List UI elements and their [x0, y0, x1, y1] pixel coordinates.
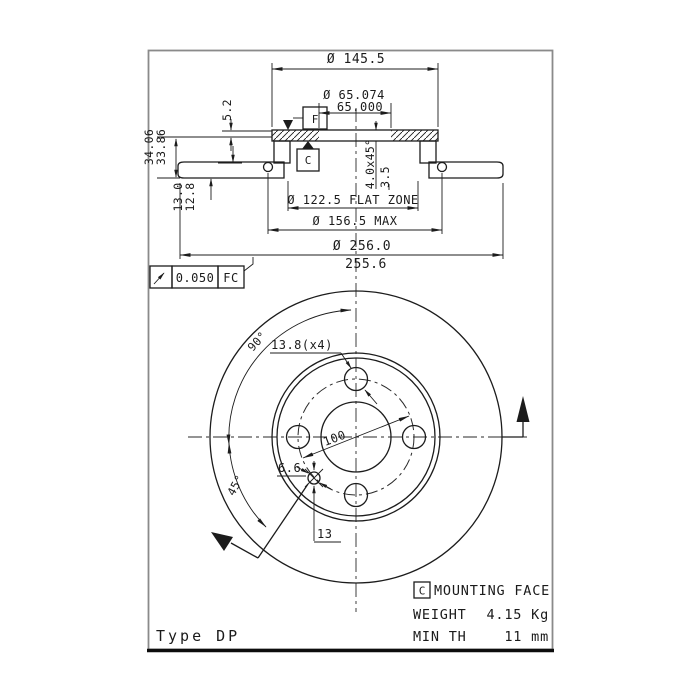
bolt-circle [297, 378, 415, 496]
dim-pin-offset: 13 [314, 527, 341, 543]
dim-hat-height: 5.2 [220, 99, 234, 151]
info-datum-box [413, 581, 431, 599]
runout-datum-cell [217, 265, 245, 289]
type-label: Type DP [156, 627, 240, 645]
pin-hole-circle [307, 471, 321, 485]
dim-thickness-lower: 12.8 [183, 183, 197, 212]
dim-od-lower-label: 255.6 [345, 257, 387, 272]
hat-top-right-hatch [391, 130, 438, 141]
rotation-arrow-left [211, 483, 309, 559]
left-fillet [262, 161, 274, 173]
datum-f-flag: F [283, 106, 328, 130]
dim-bore-lower-label: 65.000 [337, 100, 383, 114]
runout-symbol-cell [149, 265, 173, 289]
dim-angle-45: 45° [224, 442, 267, 528]
dim-max-od: Ø 156.5 MAX [267, 214, 443, 232]
hat-left-wall [273, 140, 291, 164]
dim-angle-45-label: 45° [224, 472, 247, 498]
up-arrow-icon [516, 396, 530, 422]
min-th-label: MIN TH [413, 629, 467, 645]
dim-bolt-holes-label: 13.8(x4) [271, 338, 333, 352]
dim-od-upper-label: Ø 256.0 [333, 239, 391, 254]
weight-label: WEIGHT [413, 607, 467, 623]
runout-icon [153, 272, 165, 285]
runout-value-label: 0.050 [176, 271, 215, 285]
dim-flat-zone: Ø 122.5 FLAT ZONE [287, 193, 419, 210]
drawing-frame [147, 49, 554, 653]
datum-c-arrow [302, 141, 314, 149]
min-th-value: 11 mm [504, 629, 549, 645]
dim-bolt-circle-label: 100 [321, 428, 348, 449]
dim-total-height-upper: 34.06 [142, 129, 156, 165]
section-extension-lines [157, 63, 504, 259]
dim-hat-od-label: Ø 145.5 [327, 52, 385, 67]
front-view: 90° 45° 13.8(x4) 100 6.6 13 [188, 290, 530, 584]
right-pad-section [428, 161, 504, 179]
datum-c-box [296, 148, 320, 172]
dim-bolt-holes: 13.8(x4) [270, 338, 378, 405]
runout-control-frame: 0.050 FC [149, 257, 254, 289]
dim-max-od-label: Ø 156.5 MAX [313, 214, 398, 228]
dim-thickness-upper: 13.0 [171, 183, 185, 212]
datum-f-label: F [312, 113, 319, 126]
dim-bore-upper-label: Ø 65.074 [323, 88, 385, 102]
dim-chamfer: 4.0x45° 3.5 [363, 121, 392, 190]
dim-outer-diameter: Ø 256.0 255.6 [179, 239, 504, 272]
dim-hat-height-label: 5.2 [220, 99, 234, 121]
dim-bore: Ø 65.074 65.000 [318, 88, 392, 115]
mounting-face-label: MOUNTING FACE [434, 583, 550, 599]
pin-hole [296, 461, 332, 541]
dim-disc-thickness: 13.0 12.8 [171, 146, 235, 212]
datum-c-flag: C [296, 141, 320, 172]
hat-right-wall [419, 140, 437, 164]
weight-value: 4.15 Kg [487, 607, 550, 623]
dim-chamfer-depth-label: 3.5 [378, 166, 392, 188]
left-pad-section [177, 161, 285, 179]
dim-hat-od: Ø 145.5 [271, 52, 439, 71]
dim-angle-90-label: 90° [245, 329, 270, 354]
hat-top-left-hatch [272, 130, 319, 141]
runout-datum-label: FC [223, 271, 238, 285]
dim-angle-90: 90° [226, 308, 352, 446]
dim-pin-hole-label: 6.6 [278, 461, 301, 475]
right-fillet [436, 161, 448, 173]
datum-f-arrow [283, 120, 293, 130]
datum-c-label: C [305, 154, 312, 167]
cross-section-view: Ø 145.5 Ø 65.074 65.000 F 5.2 34.06 33.8… [142, 52, 504, 612]
info-datum-label: C [419, 585, 426, 598]
runout-leader [243, 257, 254, 272]
dim-pin-hole: 6.6 [277, 461, 306, 477]
dim-total-height: 34.06 33.86 [142, 129, 178, 178]
dim-total-height-lower: 33.86 [154, 129, 168, 165]
dim-pin-offset-label: 13 [317, 527, 332, 541]
dim-chamfer-label: 4.0x45° [363, 139, 377, 190]
rotation-arrow-right [502, 396, 530, 438]
info-block: C MOUNTING FACE WEIGHT 4.15 Kg MIN TH 11… [413, 581, 550, 645]
diagonal-arrow-icon [211, 532, 233, 551]
section-body [177, 129, 504, 179]
bolt-hole-bottom [343, 482, 369, 508]
dim-flat-zone-label: Ø 122.5 FLAT ZONE [287, 193, 418, 207]
